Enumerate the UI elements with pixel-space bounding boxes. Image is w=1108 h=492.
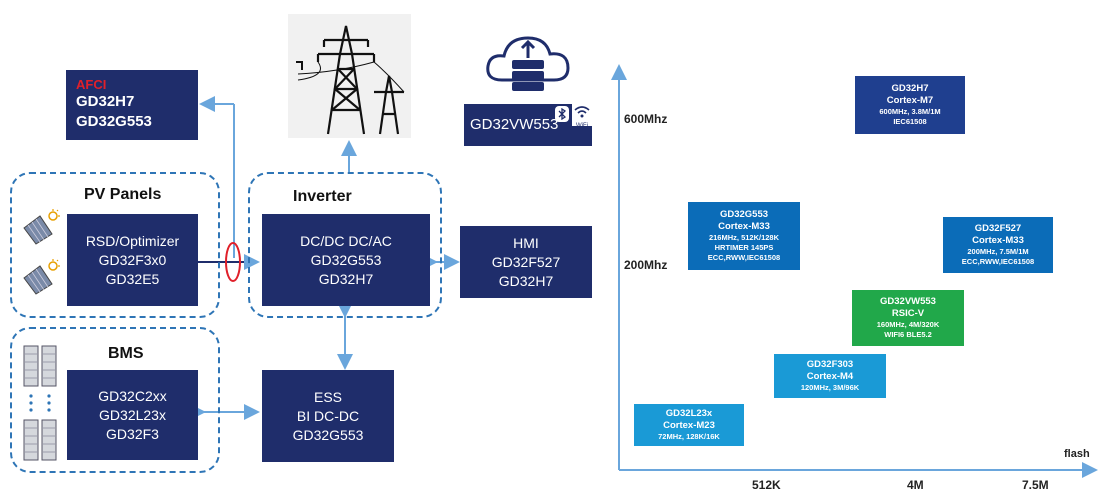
hmi-line-1: HMI [513,234,539,251]
pv-line-3: GD32E5 [105,270,160,287]
inverter-title: Inverter [293,188,352,205]
inverter-box: DC/DC DC/AC GD32G553 GD32H7 [262,214,430,306]
chip-spec: 200MHz, 7.5M/1M [967,247,1029,256]
chip-spec: 72MHz, 128K/16K [658,432,720,441]
chip-name: GD32F527 [974,223,1022,234]
chip-name: GD32H7 [891,83,929,94]
chip-spec: 600MHz, 3.8M/1M [879,107,941,116]
inverter-line-3: GD32H7 [318,270,374,287]
wifi-text: WiFi [576,123,588,129]
hmi-line-3: GD32H7 [498,272,554,289]
afci-line-1: GD32H7 [76,93,135,110]
chip-core: Cortex-M33 [718,221,770,232]
chip-gd32l23x: GD32L23x Cortex-M23 72MHz, 128K/16K [634,404,744,446]
cloud-server-icon [482,30,574,92]
chip-name: GD32L23x [665,408,713,419]
chip-gd32g553: GD32G553 Cortex-M33 216MHz, 512K/128K HR… [688,202,800,270]
hmi-box: HMI GD32F527 GD32H7 [460,226,592,298]
bms-group [10,327,220,473]
wifi-module-label: GD32VW553 [470,116,559,133]
ess-line-1: ESS [313,388,342,405]
chip-spec: ECC,RWW,IEC61508 [961,257,1035,266]
pv-line-1: RSD/Optimizer [85,232,180,249]
bms-line-2: GD32L23x [99,406,166,423]
chip-core: Cortex-M33 [972,235,1024,246]
pv-line-2: GD32F3x0 [98,251,167,268]
inverter-group [248,172,442,318]
bms-line-1: GD32C2xx [98,387,167,404]
y-label-200: 200Mhz [624,258,668,272]
transmission-tower-icon [296,25,405,135]
chip-name: GD32G553 [719,209,769,220]
wifi-module-box [464,104,592,146]
chip-spec: 120MHz, 3M/96K [800,383,860,392]
bms-title: BMS [108,345,144,362]
chip-spec: WIFI6 BLE5.2 [884,330,932,339]
chip-spec: IEC61508 [893,117,927,126]
chip-gd32f303: GD32F303 Cortex-M4 120MHz, 3M/96K [774,354,886,398]
ess-box: ESS BI DC-DC GD32G553 [262,370,394,462]
chip-name: GD32VW553 [880,296,936,307]
pv-panels-title: PV Panels [84,186,162,203]
inverter-line-1: DC/DC DC/AC [300,232,392,249]
afci-box: AFCI GD32H7 GD32G553 [66,70,198,140]
chip-gd32f527: GD32F527 Cortex-M33 200MHz, 7.5M/1M ECC,… [943,217,1053,273]
power-grid-image [288,14,411,138]
pv-panels-group [10,172,220,318]
y-label-600: 600Mhz [624,112,668,126]
chip-gd32vw553: GD32VW553 RSIC-V 160MHz, 4M/320K WIFI6 B… [852,290,964,346]
connector-layer [190,96,460,420]
pv-optimizer-box: RSD/Optimizer GD32F3x0 GD32E5 [67,214,198,306]
x-label-512k: 512K [752,478,781,492]
bluetooth-icon [555,106,569,122]
x-axis-title: flash [1064,448,1090,460]
x-label-4m: 4M [907,478,924,492]
chip-gd32h7: GD32H7 Cortex-M7 600MHz, 3.8M/1M IEC6150… [855,76,965,134]
wifi-icon: WiFi [572,104,592,129]
chip-core: RSIC-V [891,308,925,319]
hmi-line-2: GD32F527 [491,253,561,270]
inverter-line-2: GD32G553 [310,251,382,268]
chart-axes [611,64,1098,478]
chip-name: GD32F303 [806,359,854,370]
x-label-7-5m: 7.5M [1022,478,1049,492]
battery-rack-icon [22,344,58,462]
chip-core: Cortex-M23 [663,420,715,431]
chip-spec: 160MHz, 4M/320K [876,320,940,329]
ess-line-2: BI DC-DC [296,407,360,424]
afci-tag: AFCI [76,77,107,92]
chip-spec: ECC,RWW,IEC61508 [707,253,781,262]
afci-line-2: GD32G553 [76,113,152,130]
chip-core: Cortex-M7 [886,95,934,106]
solar-panel-icon [22,258,60,296]
bms-line-3: GD32F3 [106,425,159,442]
afci-sense-ring [225,242,241,282]
chip-spec: 216MHz, 512K/128K [708,233,780,242]
solar-panel-icon [22,208,60,246]
ess-line-3: GD32G553 [292,426,364,443]
chip-spec: HRTIMER 145PS [714,243,774,252]
chip-core: Cortex-M4 [806,371,854,382]
bms-box: GD32C2xx GD32L23x GD32F3 [67,370,198,460]
